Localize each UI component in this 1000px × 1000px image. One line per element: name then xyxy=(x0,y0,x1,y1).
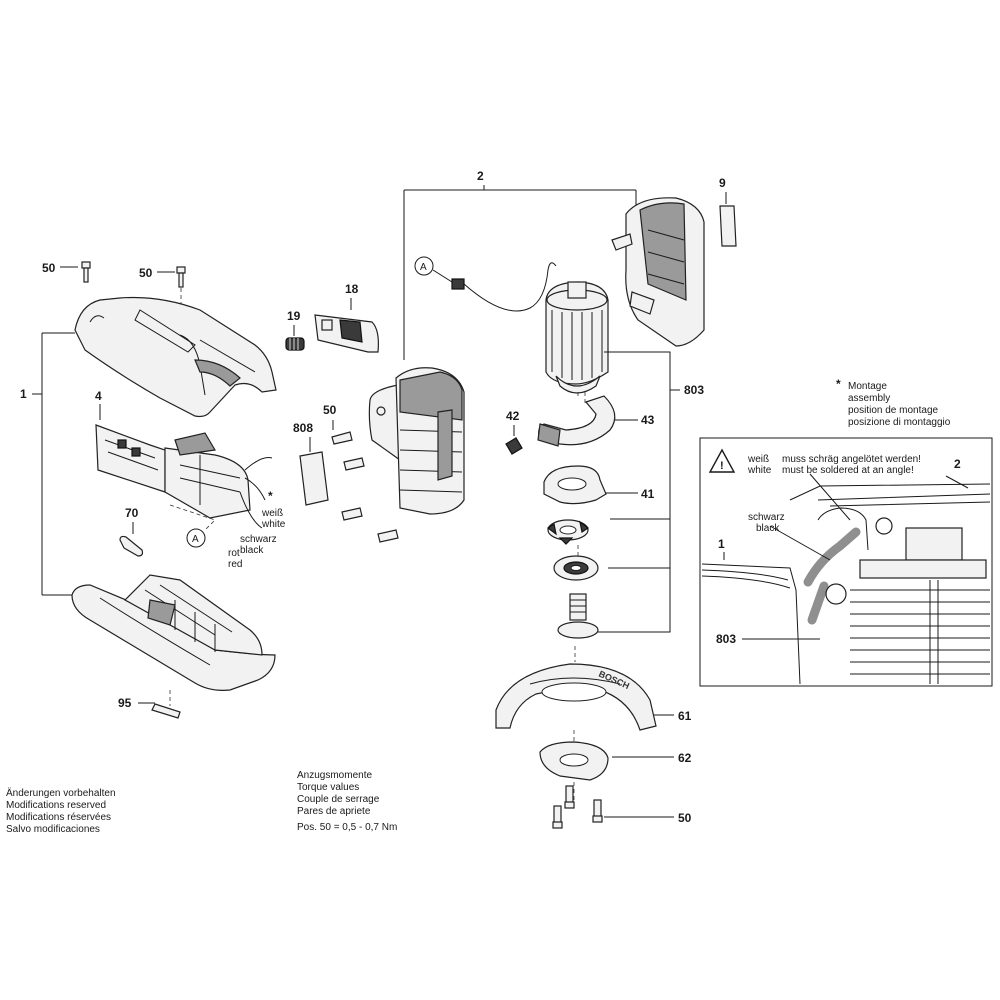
clip-70 xyxy=(119,535,144,557)
montage-line-2: assembly xyxy=(848,393,890,404)
upper-housing-shell xyxy=(74,296,277,418)
part-number-70: 70 xyxy=(125,506,139,520)
part-42 xyxy=(505,437,523,455)
base-plate-62 xyxy=(539,741,609,781)
torque-line-4: Pares de apriete xyxy=(297,806,371,817)
bracket-group-1 xyxy=(32,332,75,596)
part-number-50-mid: 50 xyxy=(139,266,153,280)
part-number-50-bottom: 50 xyxy=(678,811,692,825)
fan-ring xyxy=(546,519,590,545)
warning-icon: ! xyxy=(708,448,736,473)
screws-50-bottom xyxy=(552,785,603,829)
svg-text:A: A xyxy=(420,262,427,273)
part-number-50-housing: 50 xyxy=(323,403,337,417)
wire-label-schwarz: schwarz xyxy=(240,534,277,545)
svg-text:!: ! xyxy=(720,460,724,472)
star-marker-white: * xyxy=(268,489,273,503)
part-number-18: 18 xyxy=(345,282,359,296)
wire-label-white: white xyxy=(261,519,286,530)
montage-star: * xyxy=(836,377,841,391)
motor-armature xyxy=(451,262,609,394)
inset-schwarz: schwarz xyxy=(748,512,785,523)
guard-61: BOSCH xyxy=(495,663,657,731)
part-number-1: 1 xyxy=(20,387,27,401)
inset-detail-box: ! weiß muss schräg angelötet werden! whi… xyxy=(699,437,993,687)
part-number-95: 95 xyxy=(118,696,132,710)
inset-part-2: 2 xyxy=(954,457,961,471)
part-number-62: 62 xyxy=(678,751,692,765)
electronics-module-4 xyxy=(95,424,273,531)
inset-part-1: 1 xyxy=(718,537,725,551)
part-number-43: 43 xyxy=(641,413,655,427)
wire-label-rot: rot xyxy=(228,548,240,559)
screw-50-mid xyxy=(176,266,186,308)
brush-holder-housing xyxy=(611,197,705,347)
inset-warning-de: muss schräg angelötet werden! xyxy=(782,454,921,465)
lower-housing-shell xyxy=(71,574,276,691)
part-number-9: 9 xyxy=(719,176,726,190)
inset-white: white xyxy=(747,465,772,476)
bearing-plate-41 xyxy=(543,465,607,505)
ball-bearing xyxy=(553,555,599,581)
part-number-2: 2 xyxy=(477,169,484,183)
screw-50-left xyxy=(81,261,91,283)
inset-black: black xyxy=(756,523,780,534)
torque-line-5: Pos. 50 = 0,5 - 0,7 Nm xyxy=(297,822,397,833)
label-808 xyxy=(299,451,329,506)
spindle xyxy=(557,593,599,639)
wire-label-weiss: weiß xyxy=(261,508,283,519)
part-number-61: 61 xyxy=(678,709,692,723)
footer-line-3: Modifications réservées xyxy=(6,812,111,823)
torque-line-1: Anzugsmomente xyxy=(297,770,372,781)
callout-a-right: A xyxy=(414,256,434,276)
wire-label-red: red xyxy=(228,559,242,570)
footer-line-4: Salvo modificaciones xyxy=(6,824,100,835)
part-number-50-left: 50 xyxy=(42,261,56,275)
switch-slider-18 xyxy=(314,314,379,353)
montage-line-4: posizione di montaggio xyxy=(848,417,951,428)
screws-50-housing xyxy=(331,431,399,543)
svg-text:A: A xyxy=(192,534,199,545)
spring-19 xyxy=(285,337,305,351)
part-43 xyxy=(537,395,616,447)
footer-line-1: Änderungen vorbehalten xyxy=(6,787,116,799)
torque-line-2: Torque values xyxy=(297,782,359,793)
torque-line-3: Couple de serrage xyxy=(297,794,380,805)
part-number-808: 808 xyxy=(293,421,313,435)
part-number-803: 803 xyxy=(684,383,704,397)
inset-weiss: weiß xyxy=(747,454,769,465)
part-number-42: 42 xyxy=(506,409,520,423)
part-number-4: 4 xyxy=(95,389,102,403)
label-plate-95 xyxy=(151,703,181,719)
part-number-41: 41 xyxy=(641,487,655,501)
callout-a-left: A xyxy=(186,528,206,548)
footer-line-2: Modifications reserved xyxy=(6,800,106,811)
label-9 xyxy=(719,205,737,247)
montage-line-1: Montage xyxy=(848,381,887,392)
montage-line-3: position de montage xyxy=(848,405,939,416)
part-number-19: 19 xyxy=(287,309,301,323)
inset-part-803: 803 xyxy=(716,632,736,646)
inset-warning-en: must be soldered at an angle! xyxy=(782,465,914,476)
wire-label-black: black xyxy=(240,545,264,556)
motor-housing xyxy=(368,367,465,515)
